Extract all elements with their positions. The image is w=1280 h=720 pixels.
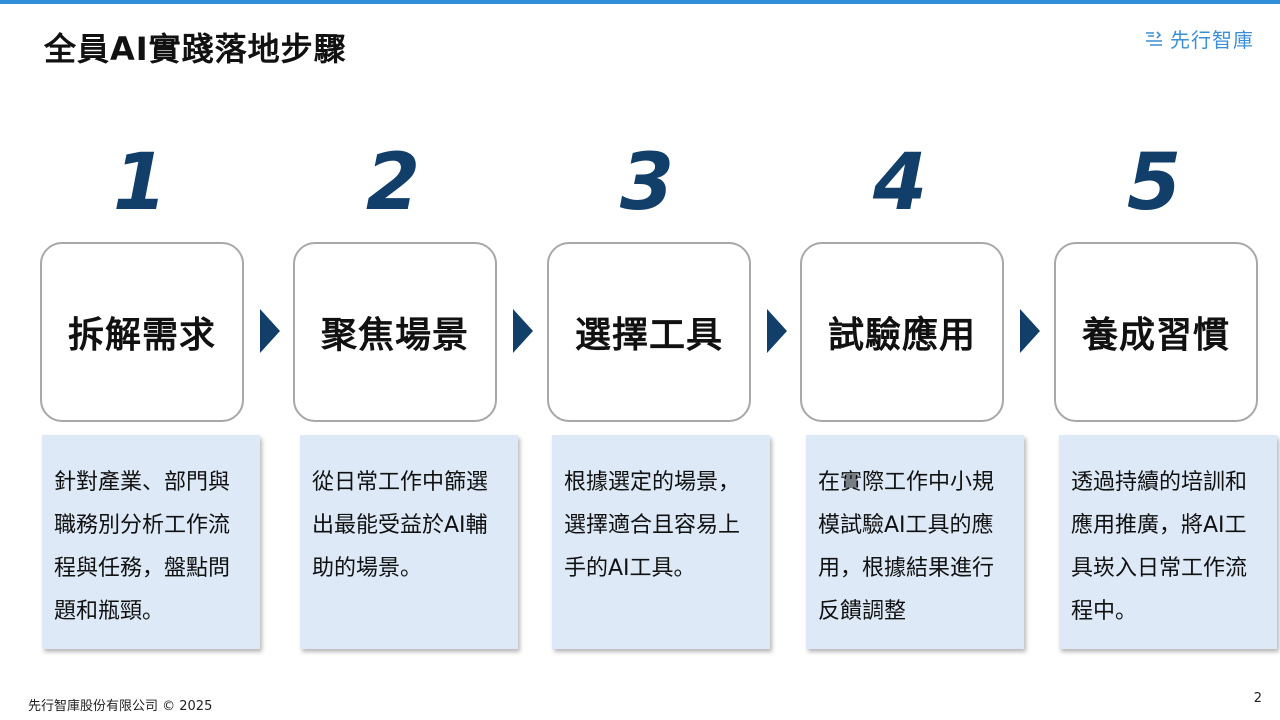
- step-box-3: 選擇工具: [547, 242, 751, 422]
- step-number-1: 1: [112, 138, 168, 228]
- company-logo: 先行智庫: [1144, 24, 1254, 53]
- page-number: 2: [1253, 691, 1262, 706]
- step-box-2: 聚焦場景: [293, 242, 497, 422]
- step-description-card-3: 根據選定的場景，選擇適合且容易上手的AI工具。: [552, 435, 770, 649]
- top-accent-bar: [0, 0, 1280, 4]
- step-number-5: 5: [1126, 138, 1182, 228]
- step-title-1: 拆解需求: [67, 315, 216, 356]
- step-description-card-1: 針對產業、部門與職務別分析工作流程與任務，盤點問題和瓶頸。: [42, 435, 260, 649]
- step-number-2: 2: [365, 138, 421, 228]
- step-box-5: 養成習慣: [1054, 242, 1258, 422]
- footer-copyright: 先行智庫股份有限公司 © 2025: [28, 699, 213, 714]
- step-description-5: 透過持續的培訓和應用推廣，將AI工具崁入日常工作流程中。: [1071, 470, 1248, 624]
- step-description-1: 針對產業、部門與職務別分析工作流程與任務，盤點問題和瓶頸。: [54, 470, 231, 624]
- step-number-3: 3: [619, 138, 675, 228]
- step-box-4: 試驗應用: [800, 242, 1004, 422]
- step-box-1: 拆解需求: [40, 242, 244, 422]
- slide-title: 全員AI實踐落地步驟: [44, 30, 347, 68]
- step-arrow-icon: [260, 309, 280, 353]
- step-title-4: 試驗應用: [827, 315, 976, 356]
- step-arrow-icon: [1020, 309, 1040, 353]
- step-arrow-icon: [513, 309, 533, 353]
- step-description-3: 根據選定的場景，選擇適合且容易上手的AI工具。: [564, 470, 741, 581]
- step-description-2: 從日常工作中篩選出最能受益於AI輔助的場景。: [312, 470, 489, 581]
- step-number-4: 4: [872, 138, 928, 228]
- step-description-card-5: 透過持續的培訓和應用推廣，將AI工具崁入日常工作流程中。: [1059, 435, 1277, 649]
- step-description-card-4: 在實際工作中小規模試驗AI工具的應用，根據結果進行反饋調整: [806, 435, 1024, 649]
- step-arrow-icon: [767, 309, 787, 353]
- step-title-5: 養成習慣: [1081, 315, 1230, 356]
- step-description-card-2: 從日常工作中篩選出最能受益於AI輔助的場景。: [300, 435, 518, 649]
- step-description-4: 在實際工作中小規模試驗AI工具的應用，根據結果進行反饋調整: [818, 470, 995, 624]
- step-title-2: 聚焦場景: [320, 315, 469, 356]
- logo-mark-icon: [1146, 30, 1162, 46]
- logo-text: 先行智庫: [1170, 28, 1254, 52]
- step-title-3: 選擇工具: [574, 315, 723, 356]
